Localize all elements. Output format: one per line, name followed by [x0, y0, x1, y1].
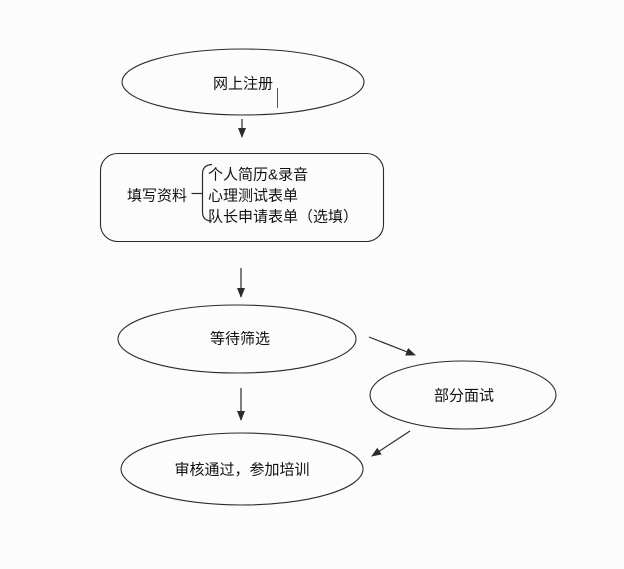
fill-information-box [99, 152, 385, 243]
fill-information-item-1: 个人简历&录音 [208, 167, 308, 184]
wait-screening-ellipse [117, 304, 357, 374]
partial-interview-label: 部分面试 [434, 388, 494, 405]
node-wait-screening: 等待筛选 [117, 304, 357, 374]
node-online-registration: 网上注册 [121, 48, 365, 116]
arrow-interview-to-training [371, 430, 411, 457]
node-partial-interview: 部分面试 [369, 360, 557, 430]
fill-information-label: 填写资料 [127, 188, 187, 205]
fill-information-item-2: 心理测试表单 [208, 188, 298, 205]
wait-screening-label: 等待筛选 [210, 330, 270, 348]
approved-training-label: 审核通过，参加培训 [174, 462, 309, 479]
fill-information-item-3: 队长申请表单（选填） [208, 209, 358, 226]
online-registration-label: 网上注册 [213, 76, 273, 93]
online-registration-ellipse [121, 48, 365, 116]
approved-training-ellipse [120, 432, 364, 506]
partial-interview-ellipse [369, 360, 557, 430]
node-fill-information: 填写资料 个人简历&录音 心理测试表单 队长申请表单（选填） [99, 152, 385, 243]
node-approved-training: 审核通过，参加培训 [120, 432, 364, 506]
arrow-screening-to-interview [368, 336, 416, 356]
